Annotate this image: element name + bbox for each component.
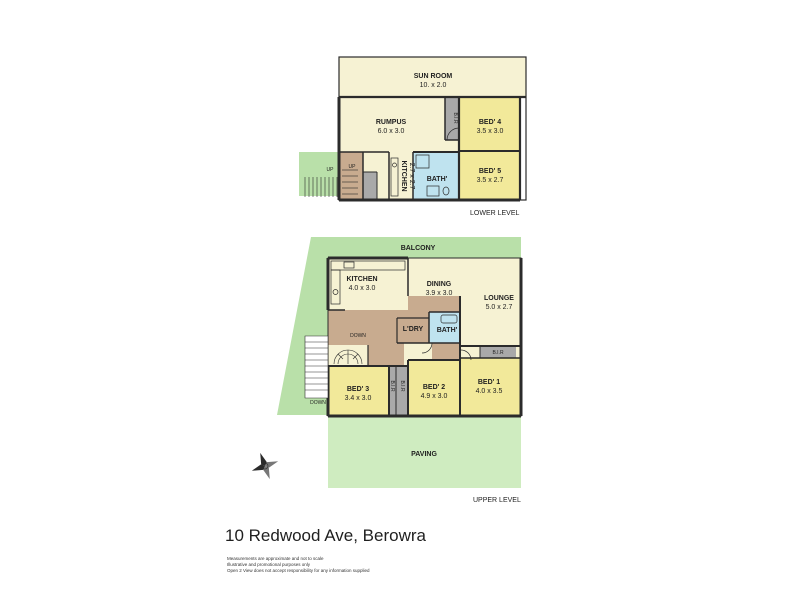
lower-grass xyxy=(299,152,341,196)
lower-door-swing xyxy=(446,127,460,141)
rumpus-name: RUMPUS xyxy=(376,119,407,126)
lower-walls xyxy=(337,56,527,202)
bed-4-name: BED' 4 xyxy=(479,119,501,126)
upper-bath xyxy=(429,312,460,343)
bir-2-label: B.I.R xyxy=(389,380,395,392)
upper-level-label: UPPER LEVEL xyxy=(473,497,521,504)
rumpus-size: 6.0 x 3.0 xyxy=(378,128,405,135)
upper-hallway xyxy=(328,296,460,366)
upper-kitchen-side-bench-icon xyxy=(330,269,341,305)
lower-bath xyxy=(413,152,459,200)
lower-bir xyxy=(445,97,459,140)
upper-kitchen-bench-icon xyxy=(330,260,406,271)
lower-vanity-icon xyxy=(426,185,440,197)
bed-4 xyxy=(459,97,520,151)
sun-room-size: 10. x 2.0 xyxy=(420,82,447,89)
lower-shower-icon xyxy=(415,154,430,169)
lower-bir-label: B.I.R xyxy=(452,112,458,124)
compass-icon xyxy=(251,452,279,480)
lower-toilet-icon xyxy=(442,186,450,196)
bir-2 xyxy=(389,366,396,416)
property-address: 10 Redwood Ave, Berowra xyxy=(225,526,426,545)
paving-area xyxy=(328,416,521,488)
upper-bathtub-icon xyxy=(440,314,458,324)
upper-level-plan: BALCONY KITCHEN 4.0 x 3.0 DINING 3.9 x 3… xyxy=(277,237,523,504)
bed-5-name: BED' 5 xyxy=(479,168,501,175)
bed-4-size: 3.5 x 3.0 xyxy=(477,128,504,135)
bir-3 xyxy=(396,366,408,416)
bed-3-name: BED' 3 xyxy=(347,386,369,393)
upper-cooktop-icon xyxy=(332,289,339,295)
lower-stair-storage xyxy=(363,172,377,200)
lower-stair-up-1: UP xyxy=(327,167,335,173)
bed-2-name: BED' 2 xyxy=(423,384,445,391)
upper-kitchen-fixtures xyxy=(330,260,472,361)
lower-sink-icon xyxy=(392,162,397,168)
lower-fixtures xyxy=(390,127,460,197)
disclaimer-line: Illustrative and promotional purposes on… xyxy=(227,562,311,567)
lower-kitchen xyxy=(389,152,413,200)
upper-bath-name: BATH' xyxy=(437,327,458,334)
upper-stair-down-2: DOWN xyxy=(310,400,326,406)
lower-level-label: LOWER LEVEL xyxy=(470,210,520,217)
laundry xyxy=(397,318,429,343)
bed-1-size: 4.0 x 3.5 xyxy=(476,388,503,395)
sun-room xyxy=(339,57,526,97)
disclaimer-line: Measurements are approximate and not to … xyxy=(227,556,324,561)
lower-stairs xyxy=(304,169,358,197)
bir-3-label: B.I.R xyxy=(399,380,405,392)
bir-1 xyxy=(480,346,516,358)
bed-3-size: 3.4 x 3.0 xyxy=(345,395,372,402)
bed-5 xyxy=(459,151,520,200)
lower-kitchen-bench-icon xyxy=(390,157,399,197)
upper-sink-icon xyxy=(343,261,355,269)
sun-room-name: SUN ROOM xyxy=(414,73,453,80)
dining-size: 3.9 x 3.0 xyxy=(426,290,453,297)
upper-stairs xyxy=(304,335,363,399)
lower-stair-up-2: UP xyxy=(349,164,357,170)
disclaimer: Measurements are approximate and not to … xyxy=(227,556,370,574)
paving-label: PAVING xyxy=(411,451,437,458)
lower-kitchen-name: KITCHEN xyxy=(400,160,407,191)
upper-kitchen-name: KITCHEN xyxy=(346,276,377,283)
bed-2 xyxy=(408,360,461,416)
lower-kitchen-size: 2.7 x 2.7 xyxy=(408,163,415,190)
bed-1-name: BED' 1 xyxy=(478,379,500,386)
disclaimer-line: Open 2 View does not accept responsibili… xyxy=(227,568,370,573)
bir-1-label: B.I.R xyxy=(492,350,504,356)
dining-name: DINING xyxy=(427,281,452,288)
bed-3 xyxy=(328,366,389,416)
bed1-door-swing xyxy=(460,349,472,361)
laundry-name: L'DRY xyxy=(403,326,424,333)
lounge-name: LOUNGE xyxy=(484,295,514,302)
balcony-label: BALCONY xyxy=(401,245,436,252)
upper-stair-down-1: DOWN xyxy=(350,333,366,339)
bed-1 xyxy=(461,358,521,416)
lower-bath-name: BATH' xyxy=(427,176,448,183)
lower-level-plan: SUN ROOM 10. x 2.0 RUMPUS 6.0 x 3.0 B.I.… xyxy=(299,56,527,217)
upper-door-swing xyxy=(421,342,433,354)
bed-2-size: 4.9 x 3.0 xyxy=(421,393,448,400)
upper-kitchen-size: 4.0 x 3.0 xyxy=(349,285,376,292)
lounge-size: 5.0 x 2.7 xyxy=(486,304,513,311)
bed-5-size: 3.5 x 2.7 xyxy=(477,177,504,184)
